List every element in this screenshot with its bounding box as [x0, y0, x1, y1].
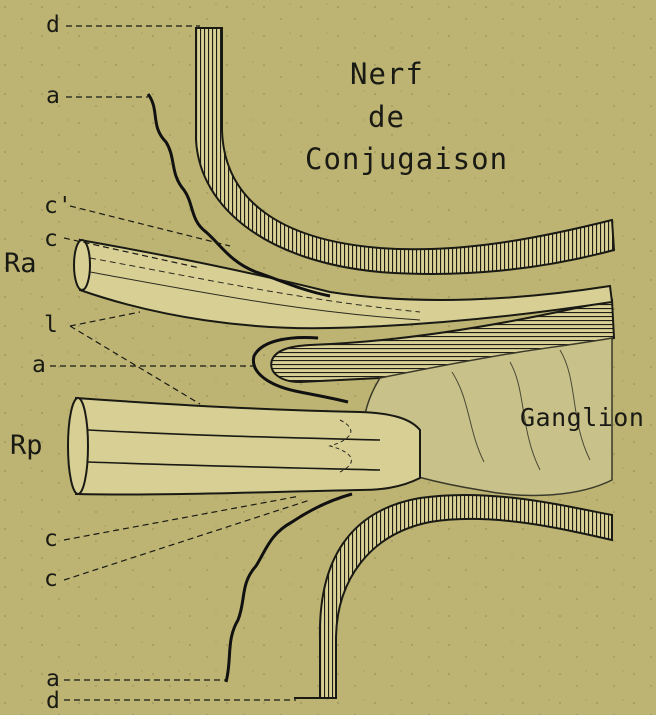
- posterior-root-cut-end: [68, 398, 88, 494]
- label-a-top: a: [46, 85, 60, 108]
- label-c-lower-2: c: [44, 568, 58, 591]
- ganglion-label: Ganglion: [520, 405, 644, 430]
- label-a-middle: a: [32, 354, 46, 377]
- anterior-root-cut-end: [74, 240, 90, 290]
- label-c-lower-1: c: [44, 528, 58, 551]
- label-d-top: d: [46, 14, 60, 37]
- title-line-2: de: [368, 103, 405, 132]
- title-line-1: Nerf: [350, 60, 424, 89]
- label-c-prime: c': [44, 195, 72, 218]
- posterior-root: [76, 398, 420, 495]
- title-line-3: Conjugaison: [305, 145, 508, 174]
- label-rp: Rp: [10, 432, 43, 459]
- label-c-upper: c: [44, 228, 58, 251]
- label-d-bottom: d: [46, 690, 60, 713]
- label-l: l: [44, 314, 58, 337]
- label-ra: Ra: [4, 250, 37, 277]
